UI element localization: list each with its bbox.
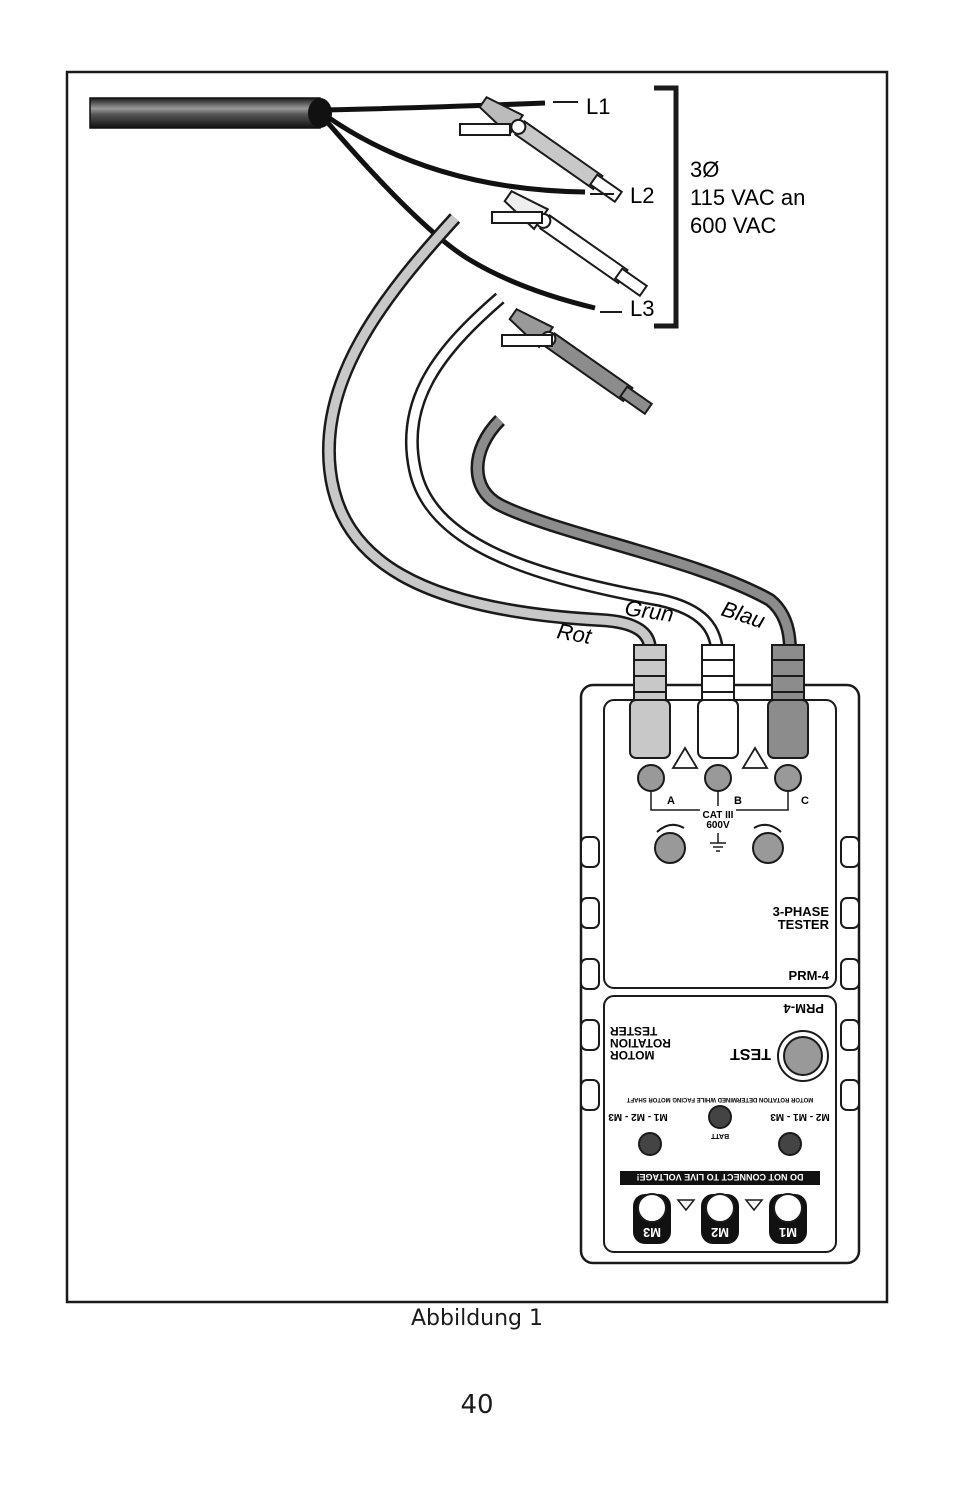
port-label-m1: M1 bbox=[779, 1225, 797, 1240]
clip-l2-lever bbox=[491, 211, 543, 224]
batt-label: BATT bbox=[710, 1132, 729, 1139]
device-model: PRM-4 bbox=[789, 968, 830, 983]
terminal-b bbox=[704, 764, 732, 792]
lower-title-line3: TESTER bbox=[610, 1024, 658, 1038]
lower-title-line2: ROTATION bbox=[610, 1036, 671, 1050]
phase-bracket bbox=[654, 85, 679, 329]
port-m3: M3 bbox=[633, 1193, 671, 1244]
motor-led-left bbox=[638, 1132, 662, 1156]
ccw-arrow-icon bbox=[656, 823, 685, 833]
figure-caption: Abbildung 1 bbox=[410, 1306, 543, 1331]
plug-red bbox=[629, 644, 671, 759]
batt-led bbox=[708, 1105, 732, 1129]
lead-label-red: Rot bbox=[555, 618, 594, 649]
port-label-m3: M3 bbox=[643, 1225, 661, 1240]
lower-title-line1: MOTOR bbox=[610, 1048, 655, 1062]
ground-icon bbox=[710, 833, 726, 852]
motor-led-right bbox=[778, 1132, 802, 1156]
green-lead bbox=[407, 294, 722, 651]
label-l2: L2 bbox=[630, 183, 654, 208]
test-label: TEST bbox=[730, 1045, 771, 1062]
voltage-rating: 600V bbox=[706, 820, 730, 831]
clip-l1-lever bbox=[459, 123, 511, 136]
label-l1: L1 bbox=[586, 94, 610, 119]
lower-model: PRM-4 bbox=[783, 1001, 824, 1016]
terminal-label-c: C bbox=[801, 795, 809, 807]
sequence-left: M1 - M2 - M3 bbox=[608, 1111, 668, 1122]
terminal-label-a: A bbox=[667, 795, 675, 807]
port-m1: M1 bbox=[769, 1193, 807, 1244]
rotation-note: MOTOR ROTATION DETERMINED WHILE FACING M… bbox=[626, 1096, 813, 1102]
red-lead bbox=[324, 214, 655, 651]
supply-range-high: 600 VAC bbox=[690, 213, 777, 238]
plug-blue bbox=[767, 644, 809, 759]
blue-lead bbox=[473, 416, 795, 651]
terminal-c bbox=[774, 764, 802, 792]
device-title-line1: 3-PHASE bbox=[773, 904, 830, 919]
supply-cable bbox=[89, 97, 596, 311]
device-title-line2: TESTER bbox=[778, 917, 830, 932]
terminal-label-b: B bbox=[734, 795, 742, 807]
warning-icon bbox=[744, 1199, 764, 1212]
tester-device: A B C CAT III 600V 3-PHASE TESTER PRM-4 … bbox=[579, 644, 861, 1265]
rotation-led-ccw bbox=[654, 832, 686, 864]
label-l3: L3 bbox=[630, 296, 654, 321]
clip-l3 bbox=[508, 307, 654, 416]
clip-l3-lever bbox=[501, 334, 553, 347]
warning-icon bbox=[676, 1199, 696, 1212]
plug-green bbox=[697, 644, 739, 759]
page-number: 40 bbox=[460, 1390, 494, 1420]
cw-arrow-icon bbox=[753, 823, 782, 833]
warning-icon bbox=[671, 746, 699, 769]
cat-rating: CAT III bbox=[703, 810, 734, 821]
warning-icon bbox=[741, 746, 769, 769]
terminal-a bbox=[637, 764, 665, 792]
supply-phase: 3Ø bbox=[690, 157, 719, 182]
warning-text: DO NOT CONNECT TO LIVE VOLTAGE! bbox=[636, 1172, 803, 1182]
rotation-led-cw bbox=[752, 832, 784, 864]
port-m2: M2 bbox=[701, 1193, 739, 1244]
port-label-m2: M2 bbox=[711, 1225, 729, 1240]
test-leads bbox=[321, 213, 797, 651]
supply-range-low: 115 VAC an bbox=[690, 185, 805, 210]
figure-frame bbox=[65, 70, 889, 1304]
lower-panel-content: PRM-4 MOTOR ROTATION TESTER TEST MOTOR R… bbox=[608, 1001, 830, 1244]
warning-bar bbox=[620, 1171, 820, 1185]
sequence-right: M2 - M1 - M3 bbox=[770, 1111, 830, 1122]
